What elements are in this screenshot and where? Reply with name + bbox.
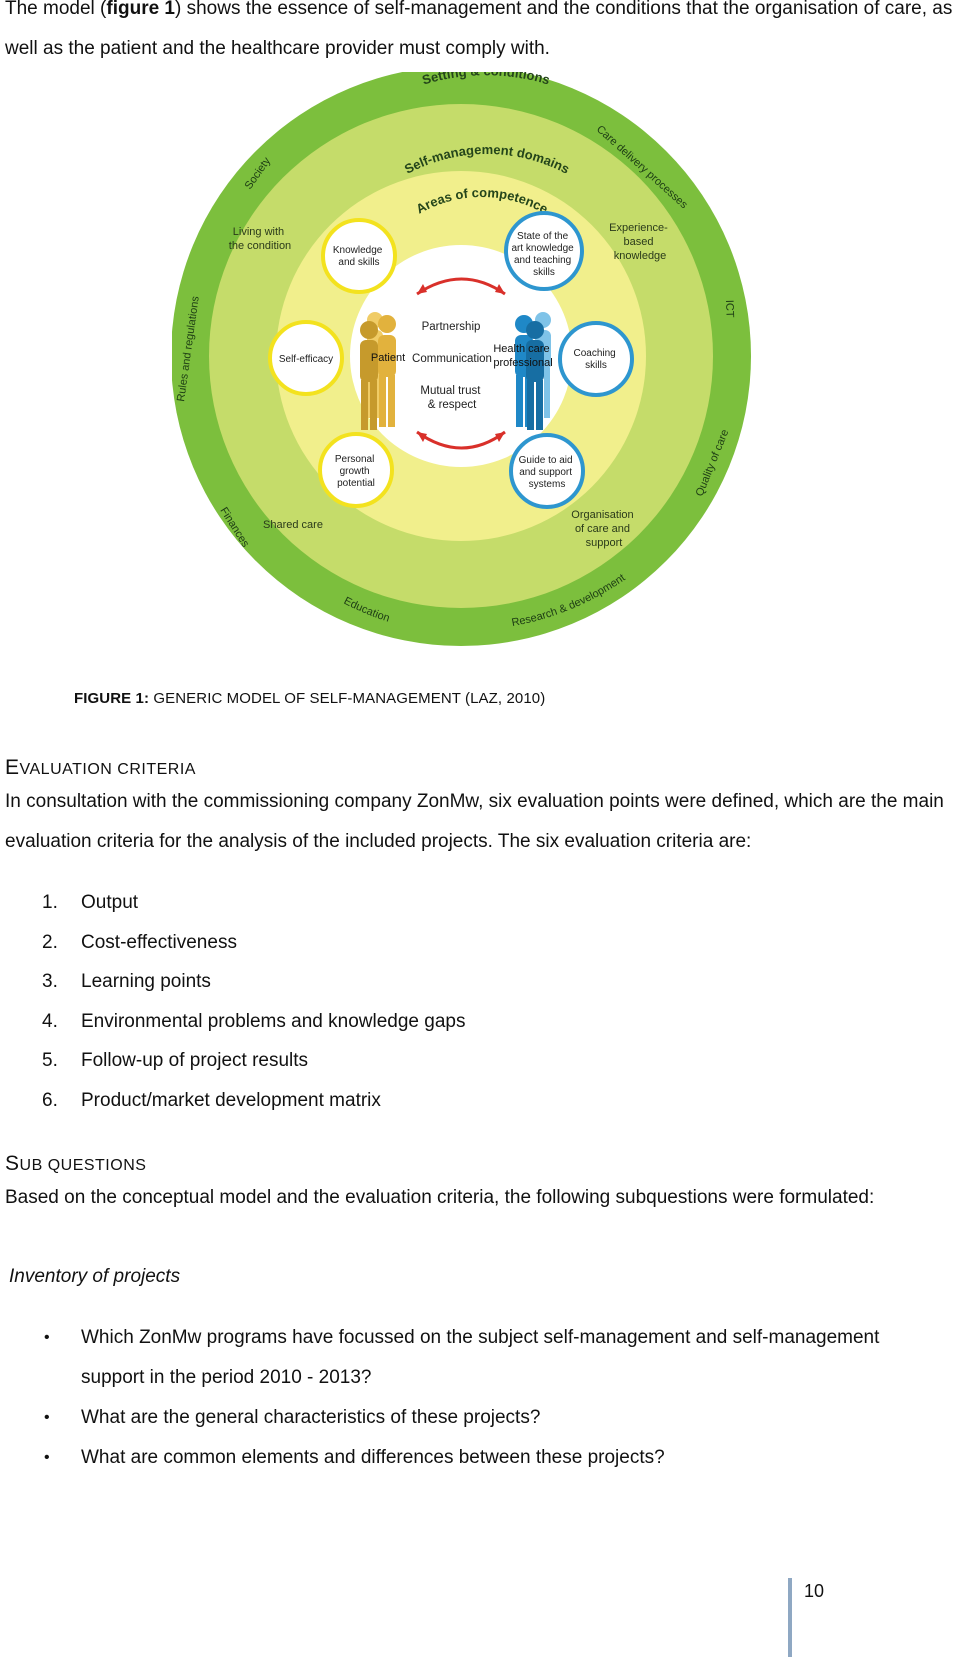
professional-figure: Health care professional <box>493 312 553 430</box>
subquestions-paragraph: Based on the conceptual model and the ev… <box>5 1187 875 1208</box>
svg-text:Knowledge and skills: Knowledge and skills <box>333 245 385 268</box>
personal-growth-circle: Personal growth potential <box>318 432 394 508</box>
svg-text:Guide to aid and support: Guide to aid and support systems <box>519 455 576 490</box>
page-number-bar <box>788 1578 792 1657</box>
svg-text:Personal growth po: Personal growth potential <box>335 454 377 489</box>
inventory-subheading: Inventory of projects <box>9 1266 181 1287</box>
domain-living: Living with the condition <box>229 226 291 252</box>
svg-text:State of the art knowled: State of the art knowledge and teaching … <box>511 231 576 278</box>
evaluation-paragraph: In consultation with the commissioning c… <box>5 791 944 852</box>
patient-figure: Patient <box>360 312 405 430</box>
subquestion-item: •What are the general characteristics of… <box>44 1407 541 1428</box>
subquestion-item: •Which ZonMw programs have focussed on t… <box>44 1327 880 1388</box>
subquestion-item: •What are common elements and difference… <box>44 1447 665 1468</box>
subquestions-heading: Sub questions <box>5 1152 147 1175</box>
intro-paragraph: The model (figure 1) shows the essence o… <box>5 0 953 59</box>
subquestions-list: •Which ZonMw programs have focussed on t… <box>0 1318 960 1478</box>
svg-text:Self-efficacy: Self-efficacy <box>279 354 333 365</box>
svg-text:Health care professional: Health care professional <box>493 343 552 369</box>
figure-reference: figure 1 <box>106 0 175 19</box>
domain-shared: Shared care <box>263 519 323 531</box>
domain-experience: Experience- based knowledge <box>609 222 671 262</box>
knowledge-skills-circle: Knowledge and skills <box>321 218 397 294</box>
bottom-arrow <box>416 430 506 450</box>
domain-organisation: Organisation of care and support <box>571 509 636 549</box>
center-communication: Communication <box>412 353 492 365</box>
center-partnership: Partnership <box>422 321 481 333</box>
self-management-model-figure: Setting & conditions Self-management dom… <box>172 72 800 684</box>
self-efficacy-circle: Self-efficacy <box>268 320 344 396</box>
figure-caption: FIGURE 1: GENERIC MODEL OF SELF-MANAGEME… <box>74 690 546 707</box>
coaching-skills-circle: Coaching skills <box>558 321 634 397</box>
center-trust: Mutual trust & respect <box>420 385 483 411</box>
top-arrow <box>416 277 506 296</box>
page-number: 10 <box>804 1581 825 1601</box>
evaluation-heading: Evaluation criteria <box>5 756 196 779</box>
guide-support-circle: Guide to aid and support systems <box>509 433 585 509</box>
svg-text:Patient: Patient <box>371 352 405 364</box>
svg-text:Coaching skills: Coaching skills <box>573 348 618 371</box>
state-of-art-circle: State of the art knowledge and teaching … <box>504 211 584 291</box>
outer-label-ict: ICT <box>723 300 736 318</box>
